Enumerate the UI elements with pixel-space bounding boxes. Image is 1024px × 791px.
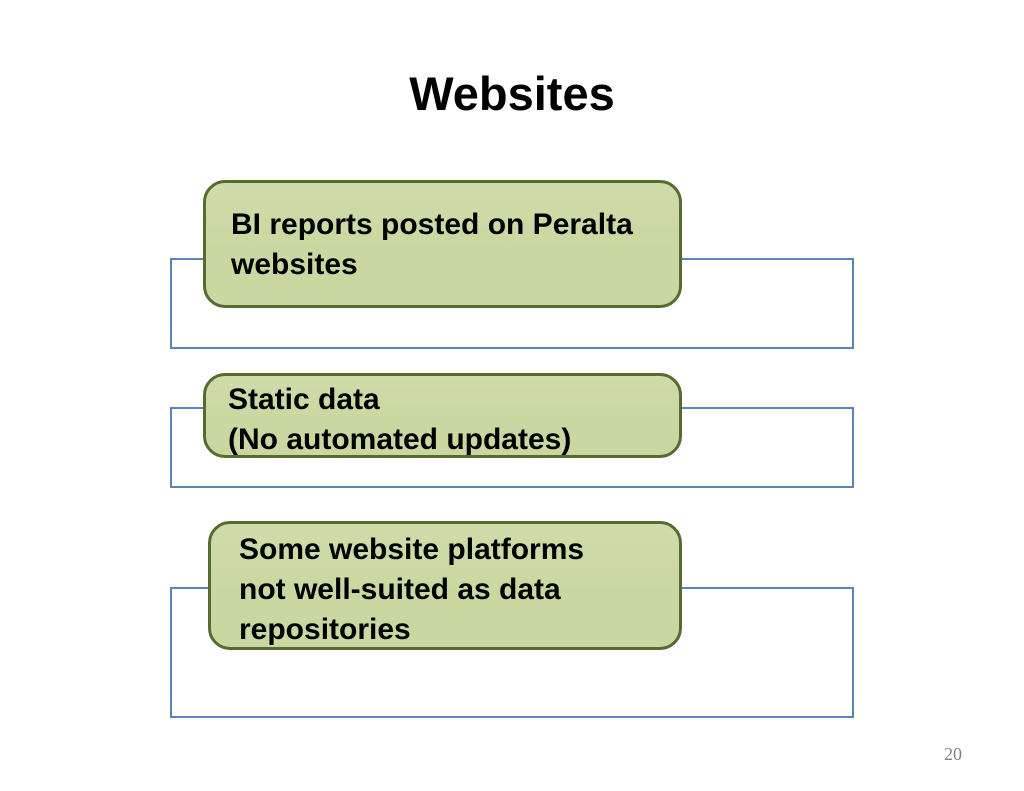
callout-box-3: Some website platforms not well-suited a… (208, 521, 682, 650)
slide-title: Websites (409, 67, 615, 120)
page-number: 20 (944, 744, 962, 764)
callout-box-1: BI reports posted on Peralta websites (203, 180, 682, 308)
callout-box-2: Static data (No automated updates) (203, 373, 682, 458)
